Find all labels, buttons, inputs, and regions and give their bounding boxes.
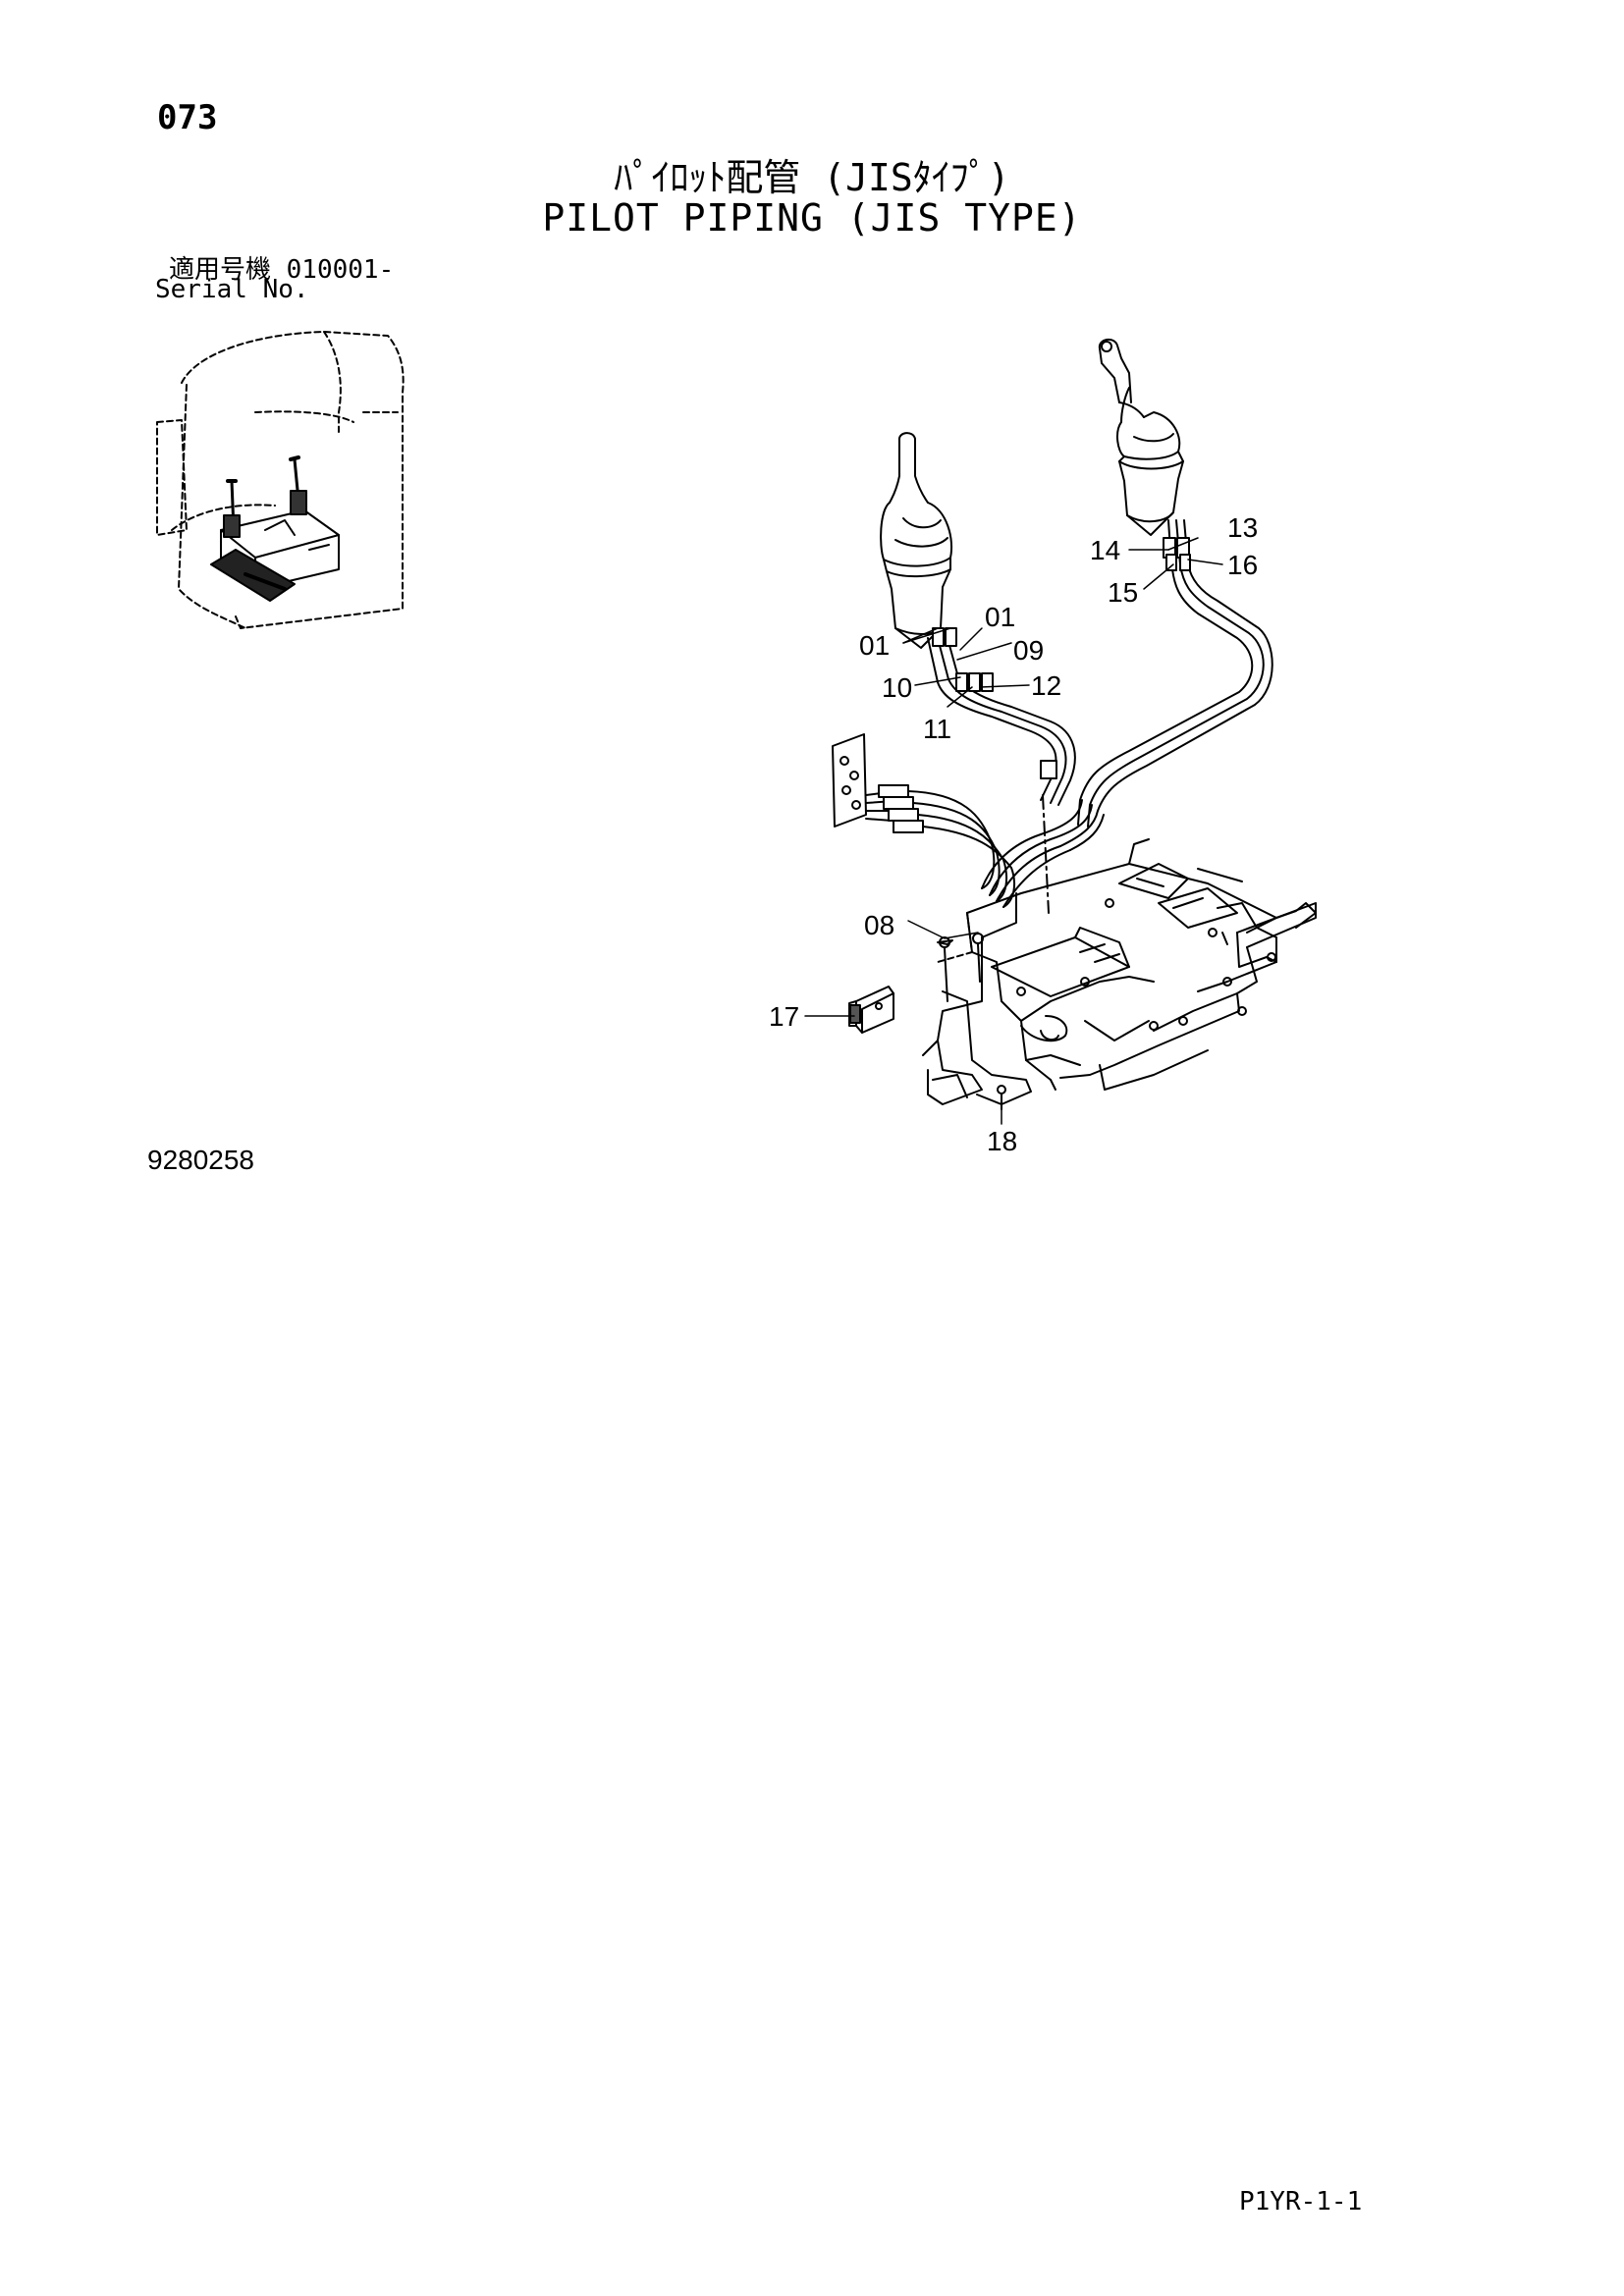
cab-overview-inset [156,331,405,629]
part-17-cover [848,986,894,1034]
callout-15: 15 [1108,577,1138,608]
part-18-bolt [997,1085,1006,1110]
serial-label-english: Serial No. [155,275,309,304]
right-lever-hoses [1077,519,1273,828]
callout-01-right: 01 [985,602,1015,632]
footer-code: P1YR-1-1 [1239,2187,1363,2216]
part-08-clips [937,933,984,1002]
callout-17: 17 [769,1001,799,1032]
callout-01-left: 01 [859,630,890,661]
figure-number: 9280258 [147,1145,255,1175]
right-control-lever [1098,338,1184,536]
left-lever-hoses [927,627,1076,806]
callout-leaders [804,537,1223,1125]
callout-08: 08 [864,910,894,940]
left-control-lever [880,432,953,649]
pilot-hose-bundle [832,733,1105,914]
callout-16: 16 [1227,550,1258,580]
page-number: 073 [157,98,218,137]
callout-18: 18 [987,1126,1017,1156]
callout-14: 14 [1090,535,1120,565]
callout-12: 12 [1031,670,1061,701]
serial-label-japanese: 適用号機 010001- [169,255,395,285]
title-japanese: ﾊﾟｲﾛｯﾄ配管 (JISﾀｲﾌﾟ) [614,156,1010,199]
callout-09: 09 [1013,635,1044,666]
callout-10: 10 [882,672,912,703]
title-english: PILOT PIPING (JIS TYPE) [542,196,1082,240]
control-stand-frame [922,838,1317,1105]
callout-13: 13 [1227,512,1258,543]
callout-11: 11 [923,714,951,744]
